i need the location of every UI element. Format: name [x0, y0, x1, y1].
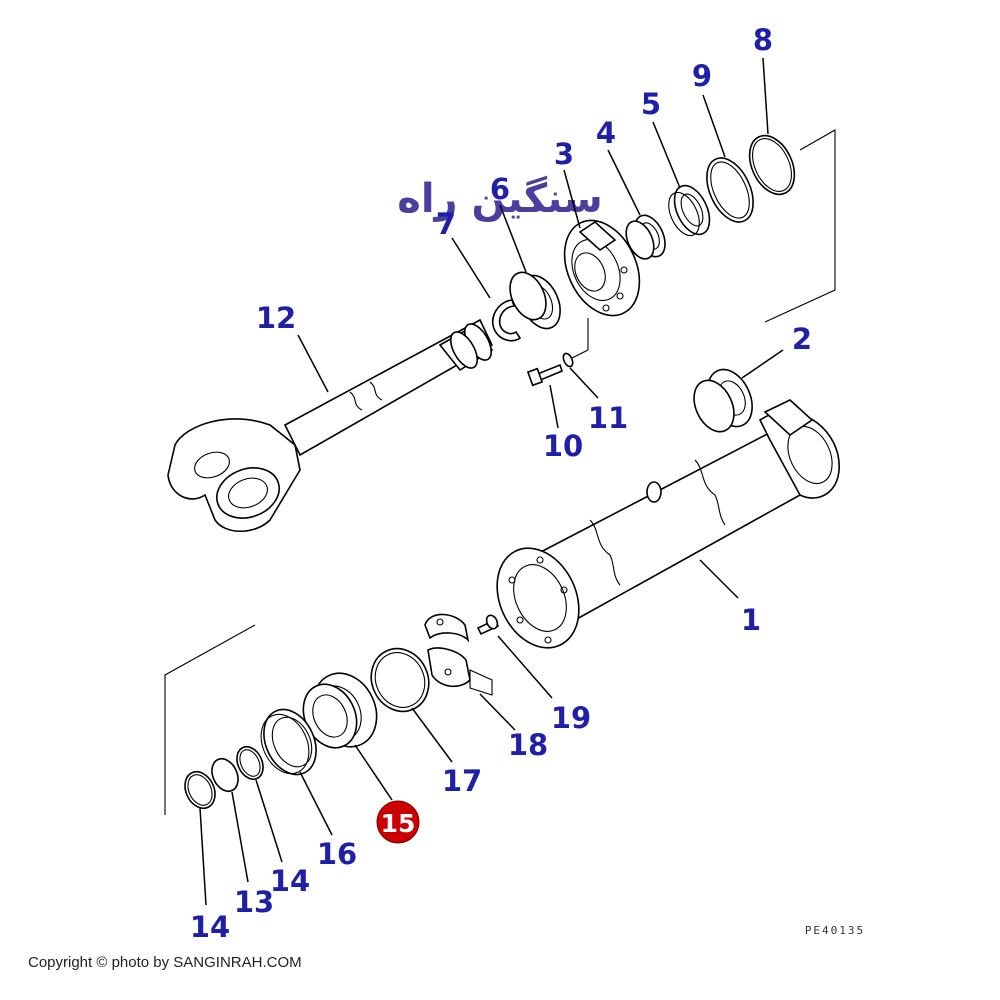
label-part-2[interactable]: 2 — [792, 322, 812, 356]
leader-line-15 — [354, 744, 393, 801]
leader-line-13 — [231, 791, 249, 883]
highlight-badge — [376, 800, 420, 844]
bracket-line-middle-2 — [571, 349, 589, 359]
backup-ring-inner — [710, 161, 750, 219]
label-part-14-lower[interactable]: 14 — [190, 910, 230, 944]
backup-ring-part-14-upper — [236, 745, 264, 781]
washer-part-11 — [562, 352, 574, 368]
leader-line-14-upper — [255, 779, 283, 863]
label-part-3[interactable]: 3 — [554, 137, 574, 171]
label-part-13[interactable]: 13 — [234, 885, 274, 919]
wear-ring-inner — [374, 652, 426, 708]
backup-ring-part — [706, 157, 754, 223]
label-part-18[interactable]: 18 — [508, 728, 548, 762]
bracket-line-top — [764, 129, 836, 323]
label-part-15: 15 — [381, 809, 416, 838]
backup-ring-14-upper-inner — [239, 749, 261, 777]
drawing-code: PE40135 — [805, 924, 865, 937]
bolt-part-10 — [526, 363, 563, 387]
cylinder-bushing-part — [693, 368, 753, 433]
leader-line-6 — [499, 204, 527, 273]
leader-line-3 — [563, 169, 581, 229]
label-part-5[interactable]: 5 — [641, 87, 661, 121]
label-part-16[interactable]: 16 — [317, 837, 357, 871]
cylinder-tube-part — [496, 399, 840, 649]
leader-line-7 — [451, 237, 491, 299]
label-part-8[interactable]: 8 — [753, 23, 773, 57]
piston-ring-part — [260, 708, 317, 776]
label-part-19[interactable]: 19 — [551, 701, 591, 735]
watermark-logo: سنگین راه — [397, 175, 603, 222]
leader-line-4 — [607, 149, 641, 216]
leader-line-17 — [411, 707, 453, 763]
o-ring-8-inner — [752, 138, 792, 192]
piston-rod-part — [167, 318, 494, 532]
label-part-7[interactable]: 7 — [436, 207, 456, 241]
label-part-9[interactable]: 9 — [692, 59, 712, 93]
label-part-14-upper[interactable]: 14 — [270, 864, 310, 898]
label-part-4[interactable]: 4 — [596, 116, 616, 150]
cylinder-head-part — [563, 219, 641, 317]
leader-line-2 — [741, 349, 784, 379]
bushing-part — [509, 271, 561, 330]
label-part-6[interactable]: 6 — [490, 172, 510, 206]
part-labels: 12 7 6 3 4 5 9 8 2 11 10 1 19 18 17 16 1… — [190, 23, 812, 944]
screw-part-19 — [476, 614, 500, 636]
leader-line-14-lower — [199, 807, 207, 906]
leader-lines — [199, 57, 784, 906]
label-part-11[interactable]: 11 — [588, 401, 628, 435]
leader-line-12 — [297, 334, 329, 393]
leader-line-10 — [549, 384, 559, 429]
bracket-line-bottom — [164, 624, 256, 815]
o-ring-part-13 — [211, 757, 239, 793]
rod-packing-part — [668, 184, 711, 237]
label-part-10[interactable]: 10 — [543, 429, 583, 463]
leader-line-16 — [299, 771, 333, 836]
piston-nut-part — [424, 613, 493, 696]
backup-ring-14-lower-inner — [187, 774, 213, 806]
piston-part — [302, 672, 378, 749]
snap-ring-part — [492, 299, 522, 342]
leader-line-19 — [497, 635, 553, 699]
label-part-17[interactable]: 17 — [442, 764, 482, 798]
label-part-1[interactable]: 1 — [741, 603, 761, 637]
copyright-text: Copyright © photo by SANGINRAH.COM — [28, 954, 302, 971]
leader-line-9 — [702, 94, 726, 158]
rod-bushing-part — [625, 214, 666, 260]
leader-line-11 — [569, 367, 599, 399]
label-part-12[interactable]: 12 — [256, 301, 296, 335]
leader-line-1 — [699, 559, 739, 599]
leader-line-5 — [652, 121, 681, 189]
highlighted-label-part-15[interactable]: 15 — [376, 800, 420, 844]
leader-line-18 — [479, 693, 516, 731]
leader-line-8 — [762, 57, 769, 135]
